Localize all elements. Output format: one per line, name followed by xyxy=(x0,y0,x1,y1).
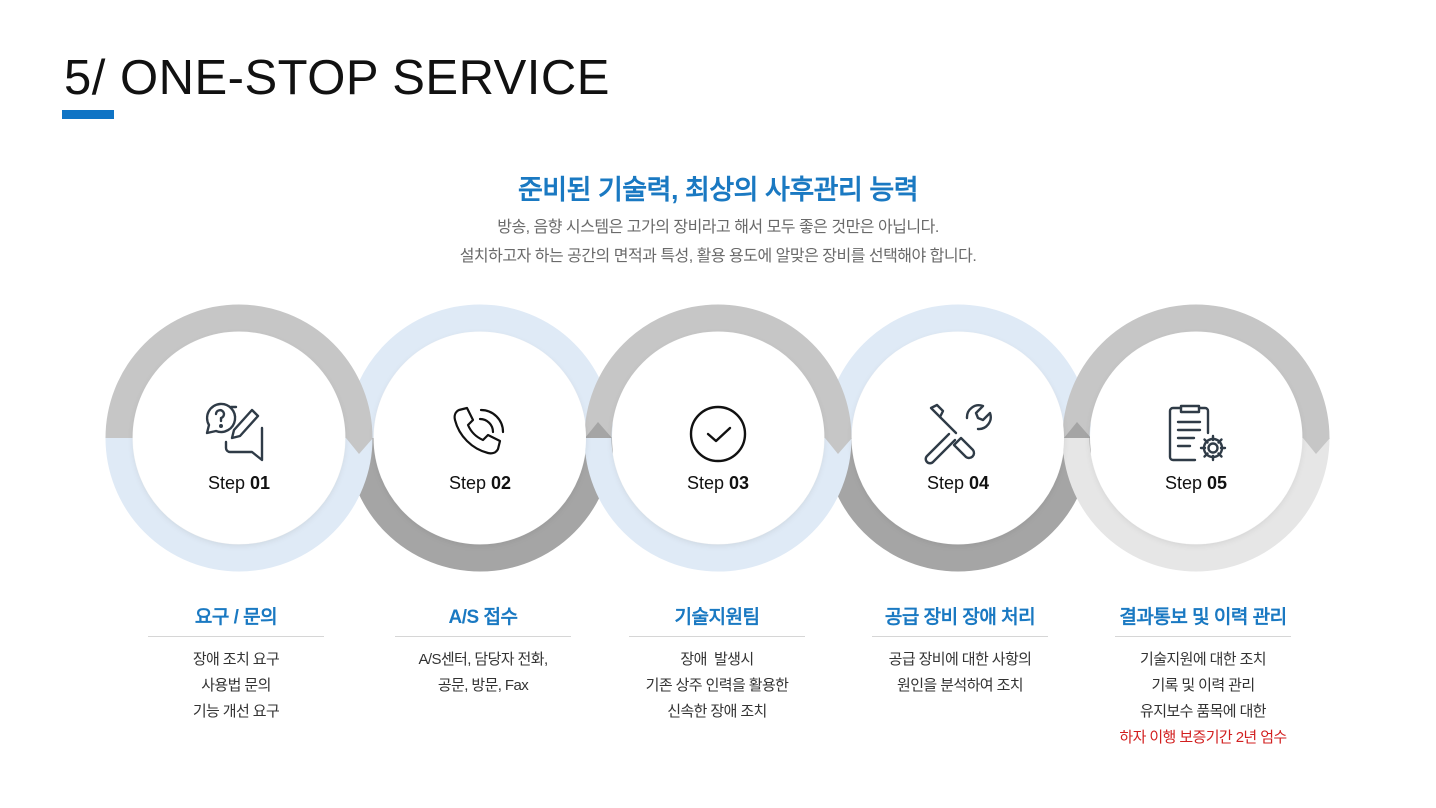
step-05-line-1: 기술지원에 대한 조치 xyxy=(1140,651,1267,668)
step-03-line-2: 기존 상주 인력을 활용한 xyxy=(645,677,789,694)
step-04-line-2: 원인을 분석하여 조치 xyxy=(897,677,1024,694)
step-02-title: A/S 접수 xyxy=(448,607,518,628)
divider xyxy=(148,636,324,637)
step-01-title: 요구 / 문의 xyxy=(194,607,278,628)
step-05-label: Step 05 xyxy=(1164,473,1228,493)
clipboard-gear-icon xyxy=(1168,404,1227,462)
warranty-highlight: 하자 이행 보증기간 2년 엄수 xyxy=(1119,729,1287,746)
divider xyxy=(872,636,1048,637)
step-05-card: 결과통보 및 이력 관리 기술지원에 대한 조치 기록 및 이력 관리 유지보수… xyxy=(1115,604,1291,751)
step-01-line-3: 기능 개선 요구 xyxy=(192,703,280,720)
step-03-title: 기술지원팀 xyxy=(674,607,760,628)
step-03-card: 기술지원팀 장애 발생시 기존 상주 인력을 활용한 신속한 장애 조치 xyxy=(629,604,805,725)
step-02-card: A/S 접수 A/S센터, 담당자 전화, 공문, 방문, Fax xyxy=(395,604,571,699)
step-02-label: Step 02 xyxy=(448,473,512,493)
phone-call-icon xyxy=(453,406,505,455)
step-02-line-1: A/S센터, 담당자 전화, xyxy=(418,651,548,668)
step-03-line-1: 장애 발생시 xyxy=(680,651,754,668)
check-circle-icon xyxy=(689,405,747,463)
step-04-line-1: 공급 장비에 대한 사항의 xyxy=(888,651,1032,668)
step-05-title: 결과통보 및 이력 관리 xyxy=(1119,607,1287,628)
divider xyxy=(395,636,571,637)
step-04-title: 공급 장비 장애 처리 xyxy=(884,607,1036,628)
question-chat-edit-icon xyxy=(205,402,264,462)
step-04-card: 공급 장비 장애 처리 공급 장비에 대한 사항의 원인을 분석하여 조치 xyxy=(872,604,1048,699)
page-title: 5/ ONE-STOP SERVICE xyxy=(64,51,610,105)
step-01-line-1: 장애 조치 요구 xyxy=(192,651,280,668)
step-05-line-3: 유지보수 품목에 대한 xyxy=(1140,703,1267,720)
tools-icon xyxy=(924,403,992,465)
step-03-line-3: 신속한 장애 조치 xyxy=(667,703,767,720)
intro-line-2: 설치하고자 하는 공간의 면적과 특성, 활용 용도에 알맞은 장비를 선택해야… xyxy=(459,248,977,265)
section-headline: 준비된 기술력, 최상의 사후관리 능력 xyxy=(517,175,919,205)
step-05-line-2: 기록 및 이력 관리 xyxy=(1151,677,1255,694)
step-01-card: 요구 / 문의 장애 조치 요구 사용법 문의 기능 개선 요구 xyxy=(148,604,324,725)
step-01-line-2: 사용법 문의 xyxy=(201,677,271,694)
divider xyxy=(1115,636,1291,637)
title-accent-bar xyxy=(62,110,114,119)
divider xyxy=(629,636,805,637)
step-03-label: Step 03 xyxy=(686,473,750,493)
intro-line-1: 방송, 음향 시스템은 고가의 장비라고 해서 모두 좋은 것만은 아닙니다. xyxy=(497,219,939,236)
step-04-label: Step 04 xyxy=(926,473,990,493)
step-01-label: Step 01 xyxy=(207,473,271,493)
step-02-line-2: 공문, 방문, Fax xyxy=(437,677,529,694)
